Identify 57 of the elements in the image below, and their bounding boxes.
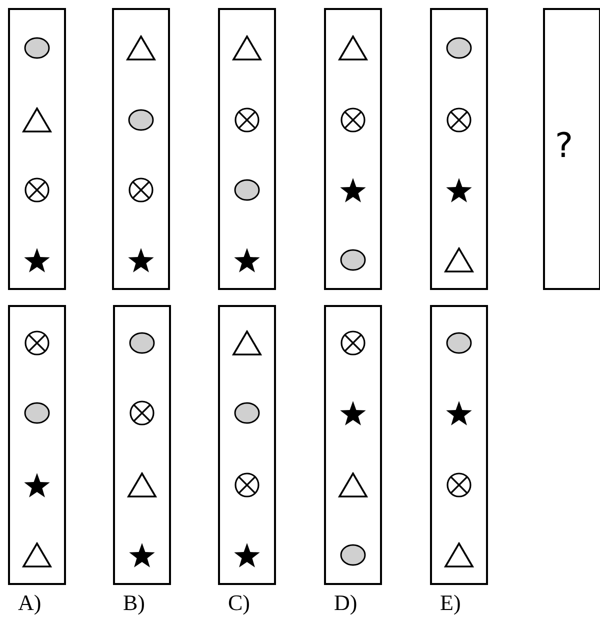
option-panel: [113, 305, 171, 585]
sequence-panel: [218, 8, 276, 290]
sequence-panel: [112, 8, 170, 290]
triangle-icon: [338, 35, 368, 61]
sequence-panel: [8, 8, 66, 290]
option-label: C): [228, 592, 250, 614]
triangle-icon: [232, 35, 262, 61]
circled-cross-icon: [446, 472, 472, 498]
option-panel: [324, 305, 382, 585]
triangle-icon: [444, 247, 474, 273]
circle-icon: [446, 332, 472, 354]
star-icon: [23, 246, 51, 274]
circle-icon: [24, 37, 50, 59]
circled-cross-icon: [446, 107, 472, 133]
circled-cross-icon: [340, 107, 366, 133]
triangle-icon: [22, 107, 52, 133]
circle-icon: [340, 544, 366, 566]
star-icon: [128, 542, 156, 568]
star-icon: [233, 542, 261, 568]
answer-panel: [543, 8, 600, 290]
option-label: E): [440, 592, 461, 614]
star-icon: [339, 176, 367, 204]
circle-icon: [234, 179, 260, 201]
triangle-icon: [232, 330, 262, 356]
option-label: B): [123, 592, 145, 614]
star-icon: [339, 400, 367, 426]
circled-cross-icon: [129, 400, 155, 426]
option-panel: [8, 305, 66, 585]
sequence-panel: [324, 8, 382, 290]
circled-cross-icon: [234, 107, 260, 133]
circled-cross-icon: [24, 330, 50, 356]
circled-cross-icon: [234, 472, 260, 498]
star-icon: [127, 246, 155, 274]
star-icon: [445, 176, 473, 204]
option-label: D): [334, 592, 358, 614]
circle-icon: [24, 402, 50, 424]
star-icon: [233, 246, 261, 274]
circled-cross-icon: [24, 177, 50, 203]
circle-icon: [234, 402, 260, 424]
sequence-panel: [430, 8, 488, 290]
triangle-icon: [444, 542, 474, 568]
star-icon: [23, 472, 51, 498]
circle-icon: [128, 109, 154, 131]
question-mark: ?: [555, 129, 574, 163]
star-icon: [445, 400, 473, 426]
option-panel: [218, 305, 276, 585]
triangle-icon: [22, 542, 52, 568]
triangle-icon: [126, 35, 156, 61]
option-label: A): [18, 592, 42, 614]
circle-icon: [446, 37, 472, 59]
triangle-icon: [338, 472, 368, 498]
circle-icon: [340, 249, 366, 271]
option-panel: [430, 305, 488, 585]
circled-cross-icon: [340, 330, 366, 356]
triangle-icon: [127, 472, 157, 498]
circle-icon: [129, 332, 155, 354]
circled-cross-icon: [128, 177, 154, 203]
